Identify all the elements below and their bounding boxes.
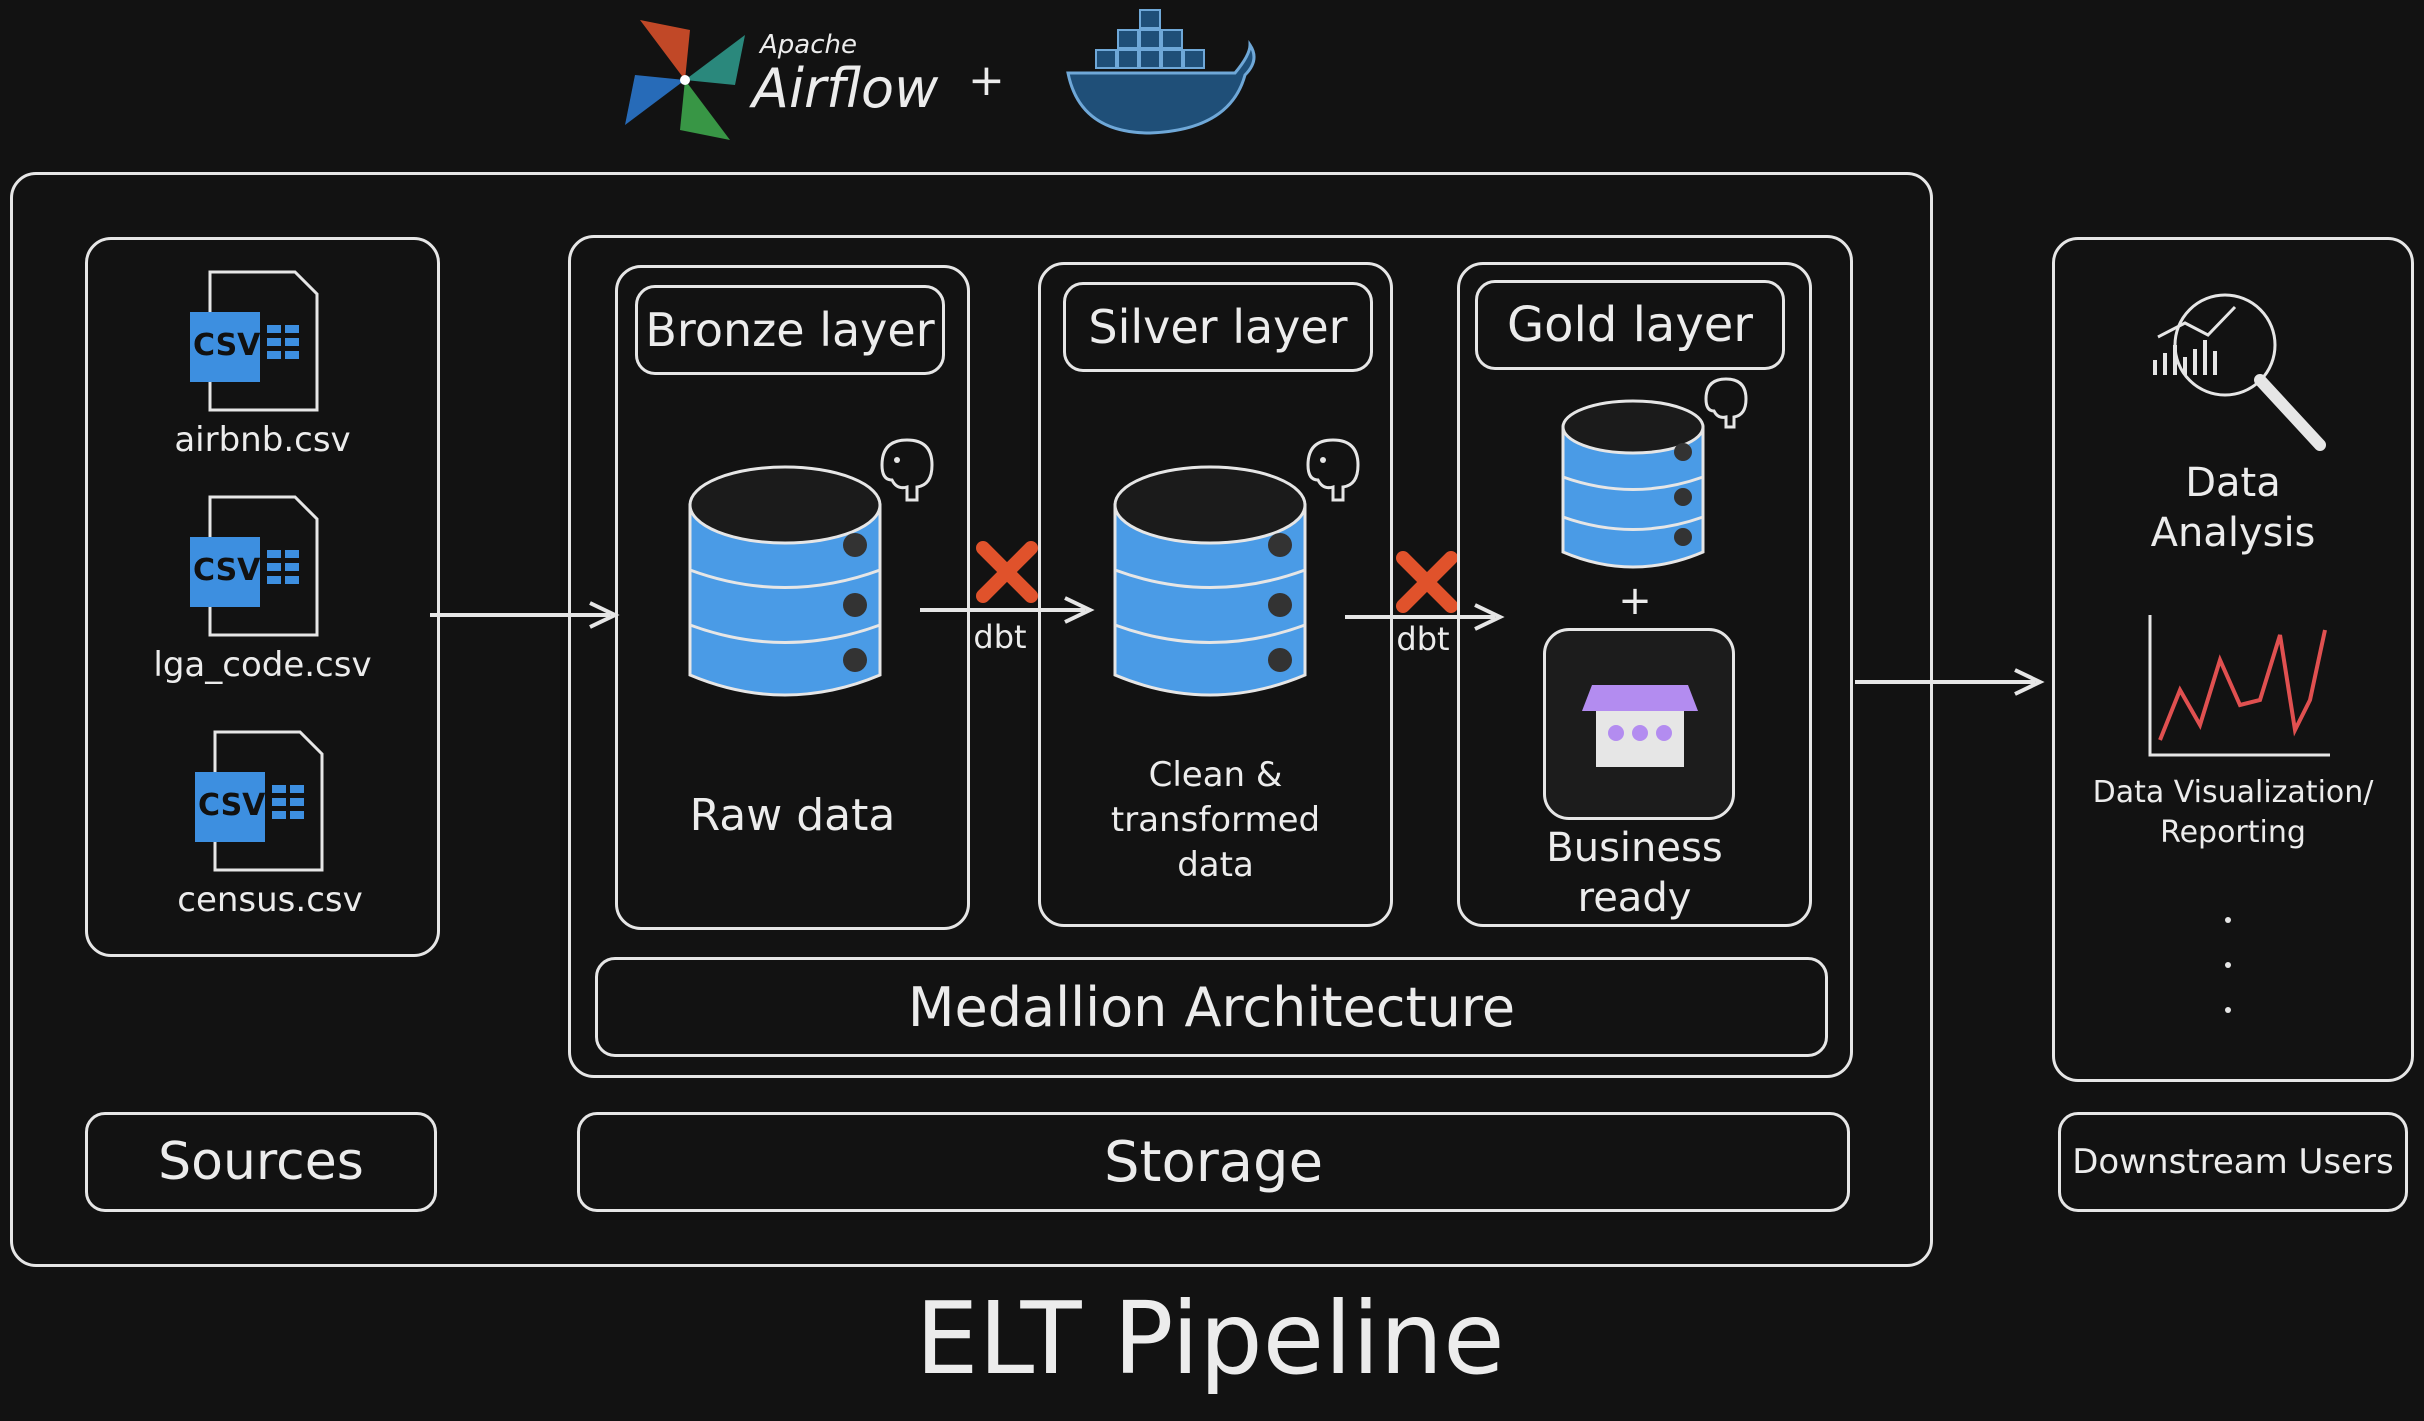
elt-pipeline-frame <box>10 172 1933 1267</box>
silver-caption-line: Clean & <box>1148 755 1283 795</box>
storage-title: Storage <box>577 1112 1850 1212</box>
pinwheel-icon <box>625 20 745 140</box>
postgres-elephant-icon <box>880 438 934 502</box>
silver-layer-panel <box>1038 262 1393 927</box>
database-icon <box>1113 465 1307 697</box>
postgres-elephant-icon <box>1306 438 1360 502</box>
data-visualization-label: Reporting <box>2160 815 2306 850</box>
bronze-layer-panel <box>615 265 970 930</box>
data-analysis-label: Data <box>2185 460 2281 506</box>
source-file-label: census.csv <box>177 880 363 920</box>
csv-file-icon <box>190 270 319 412</box>
dbt-label: dbt <box>1396 620 1450 658</box>
silver-layer-title: Silver layer <box>1063 282 1373 372</box>
csv-icon-text: CSV <box>198 788 266 823</box>
airflow-small-text: Apache <box>760 30 857 60</box>
dbt-label: dbt <box>973 618 1027 656</box>
elt-pipeline-title: ELT Pipeline <box>915 1280 1505 1397</box>
csv-file-icon <box>195 730 324 872</box>
csv-file-census: CSV <box>190 730 330 875</box>
airflow-big-text: Airflow <box>752 57 939 120</box>
csv-file-icon <box>190 495 319 637</box>
data-visualization-label: Data Visualization/ <box>2092 775 2374 810</box>
header-plus: + <box>968 55 1005 106</box>
sources-panel <box>85 237 440 957</box>
postgres-elephant-icon <box>1704 377 1748 429</box>
sources-title: Sources <box>85 1112 437 1212</box>
line-chart-icon <box>2148 615 2330 757</box>
airflow-logo: Apache Airflow <box>620 15 940 145</box>
csv-file-lga-code: CSV <box>185 495 325 640</box>
gold-plus: + <box>1618 578 1652 624</box>
downstream-panel <box>2052 237 2414 1082</box>
docker-whale-icon <box>1066 9 1256 135</box>
csv-icon-text: CSV <box>193 553 261 588</box>
dbt-icon <box>976 541 1038 603</box>
bronze-layer-title: Bronze layer <box>635 285 945 375</box>
warehouse-card <box>1543 628 1735 820</box>
gold-layer-title: Gold layer <box>1475 280 1785 370</box>
gold-caption-line: Business <box>1546 825 1723 871</box>
magnifier-chart-icon <box>2153 293 2326 451</box>
bronze-caption: Raw data <box>689 790 896 841</box>
gold-caption-line: ready <box>1577 875 1692 921</box>
database-icon <box>688 465 882 697</box>
data-analysis-label: Analysis <box>2150 510 2316 556</box>
arrow-storage-to-downstream <box>1855 668 2045 696</box>
arrow-bronze-to-silver <box>920 596 1095 624</box>
warehouse-icon <box>1582 685 1698 767</box>
silver-caption-line: data <box>1177 845 1254 885</box>
csv-icon-text: CSV <box>193 328 261 363</box>
storage-inner-frame <box>568 235 1853 1078</box>
arrow-silver-to-gold <box>1345 603 1505 631</box>
gold-layer-panel <box>1457 262 1812 927</box>
downstream-users-title: Downstream Users <box>2058 1112 2408 1212</box>
source-file-label: lga_code.csv <box>153 645 372 685</box>
dbt-icon <box>1396 551 1458 613</box>
source-file-label: airbnb.csv <box>174 420 351 460</box>
medallion-architecture-title: Medallion Architecture <box>595 957 1828 1057</box>
silver-caption-line: transformed <box>1110 800 1321 840</box>
csv-file-airbnb: CSV <box>185 270 325 415</box>
more-items-dots <box>2225 917 2231 1013</box>
database-icon <box>1561 399 1705 569</box>
